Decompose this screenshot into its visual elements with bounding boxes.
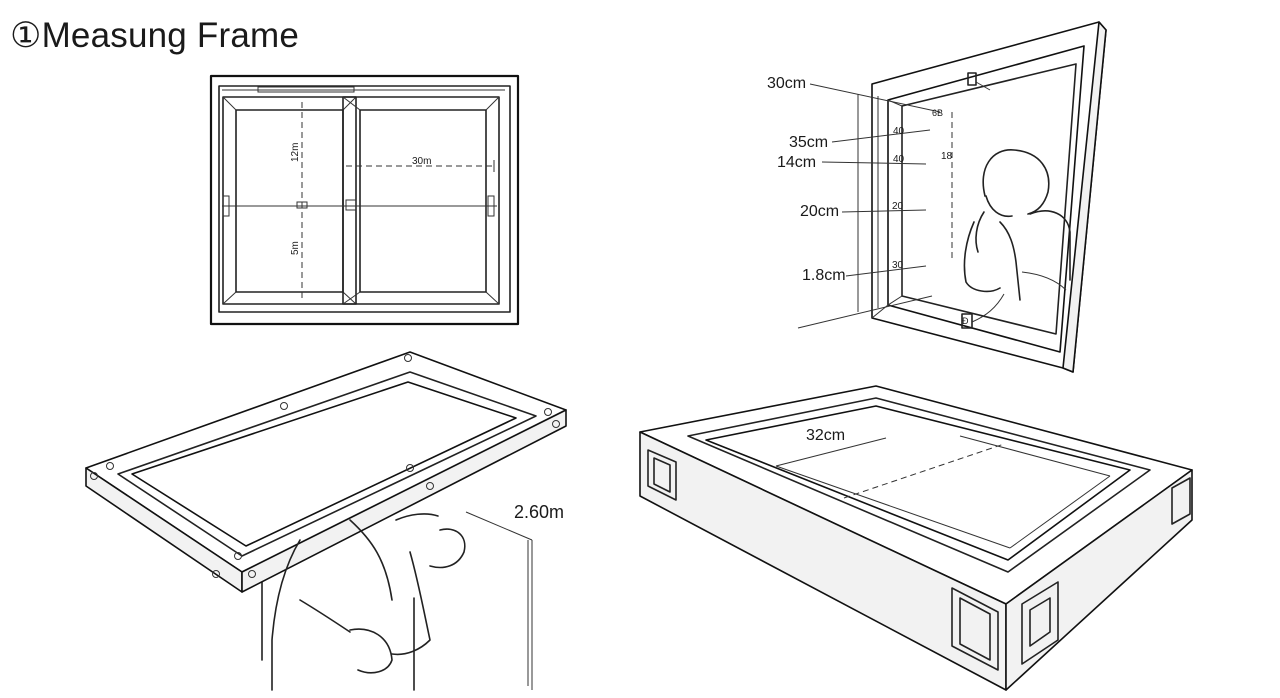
width-label: 32cm (806, 427, 845, 444)
scale-mark-3: 40 (893, 154, 905, 165)
measure-label-1: 30cm (767, 75, 806, 92)
vertical-measure-top-label: 12m (290, 143, 301, 162)
horizontal-measure-label: 30m (412, 156, 431, 167)
height-label: 2.60m (514, 502, 564, 522)
scale-mark-5: 30 (892, 260, 904, 271)
box-frame-drawing: 32cm (639, 385, 1193, 691)
side-mark: 18 (941, 151, 953, 162)
scale-mark-2: 40 (893, 126, 905, 137)
scale-mark-1: 6B (932, 108, 943, 118)
hinge-mark: Ð (962, 316, 969, 326)
front-elevation-drawing: 12m 30m 5m (209, 74, 520, 326)
perspective-frame-drawing: 30cm 35cm 14cm 20cm 1.8cm 6B 40 40 20 30… (767, 21, 1107, 373)
measure-label-3: 14cm (777, 154, 816, 171)
page-title: ①Measung Frame (10, 16, 300, 55)
vertical-measure-bottom-label: 5m (290, 241, 301, 255)
overhead-frame-drawing: 2.60m (85, 351, 567, 691)
scale-mark-4: 20 (892, 201, 904, 212)
measure-label-5: 1.8cm (802, 267, 846, 284)
measure-label-4: 20cm (800, 203, 839, 220)
measure-label-2: 35cm (789, 134, 828, 151)
